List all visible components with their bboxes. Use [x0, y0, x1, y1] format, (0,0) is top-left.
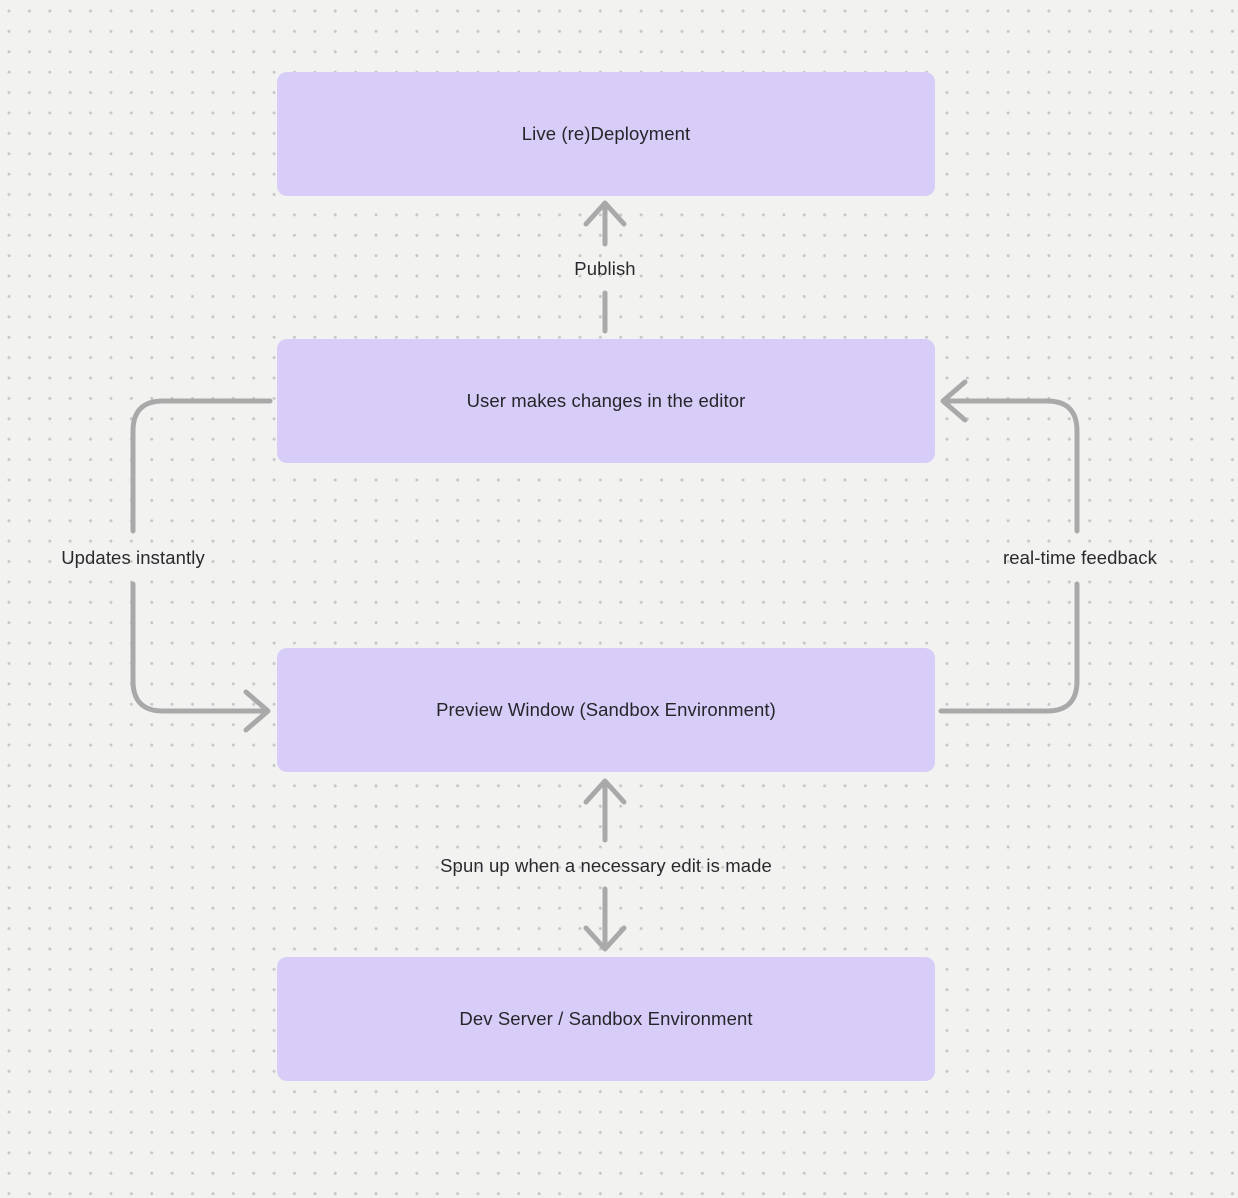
- node-editor-label: User makes changes in the editor: [466, 390, 746, 411]
- publish-arrow: [583, 200, 627, 334]
- realtime-feedback-arrow: [938, 379, 1080, 714]
- node-live-deployment-label: Live (re)Deployment: [521, 123, 691, 144]
- arrowhead-left-icon: [940, 379, 968, 423]
- edge-label-updates-instantly: Updates instantly: [61, 547, 205, 568]
- node-preview-window: Preview Window (Sandbox Environment): [277, 648, 935, 772]
- node-live-deployment: Live (re)Deployment: [277, 72, 935, 196]
- node-dev-server-label: Dev Server / Sandbox Environment: [459, 1008, 753, 1029]
- edge-label-spun-up: Spun up when a necessary edit is made: [440, 855, 772, 876]
- edge-label-publish: Publish: [574, 258, 636, 279]
- arrowhead-up-icon: [583, 778, 627, 805]
- arrowhead-up-icon: [583, 200, 627, 227]
- arrowhead-down-icon: [583, 925, 627, 952]
- node-preview-window-label: Preview Window (Sandbox Environment): [436, 699, 776, 720]
- node-dev-server: Dev Server / Sandbox Environment: [277, 957, 935, 1081]
- arrowhead-right-icon: [243, 689, 271, 733]
- updates-instantly-arrow: [130, 398, 273, 733]
- edge-label-realtime-feedback: real-time feedback: [1003, 547, 1157, 568]
- node-editor: User makes changes in the editor: [277, 339, 935, 463]
- spun-up-arrows: [583, 778, 627, 952]
